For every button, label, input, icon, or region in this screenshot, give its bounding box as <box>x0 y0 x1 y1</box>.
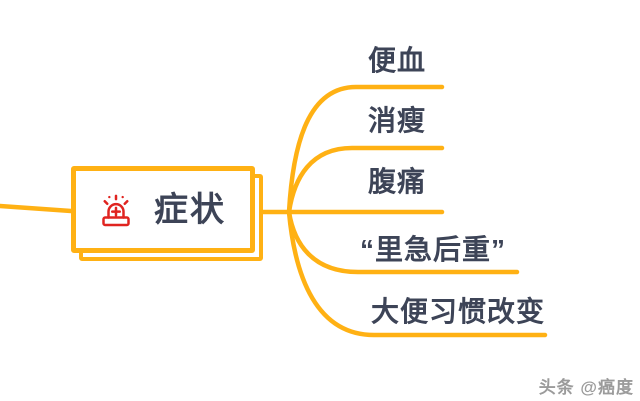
connector-branch-5 <box>286 209 548 338</box>
central-topic-label: 症状 <box>154 190 226 229</box>
branch-topic-3[interactable]: 腹痛 <box>368 166 427 197</box>
watermark: 头条 @癌度 <box>538 378 634 397</box>
connector-branch-1 <box>286 84 445 215</box>
branch-topic-5[interactable]: 大便习惯改变 <box>371 296 546 327</box>
branch-topic-4[interactable]: “里急后重” <box>360 234 507 265</box>
siren-icon[interactable] <box>96 190 136 230</box>
root-left-connector <box>0 203 74 214</box>
connector-branch-2 <box>286 145 445 215</box>
branch-topic-2[interactable]: 消瘦 <box>368 105 427 136</box>
branch-topic-1[interactable]: 便血 <box>368 45 427 76</box>
central-topic[interactable]: 症状 <box>71 166 255 253</box>
